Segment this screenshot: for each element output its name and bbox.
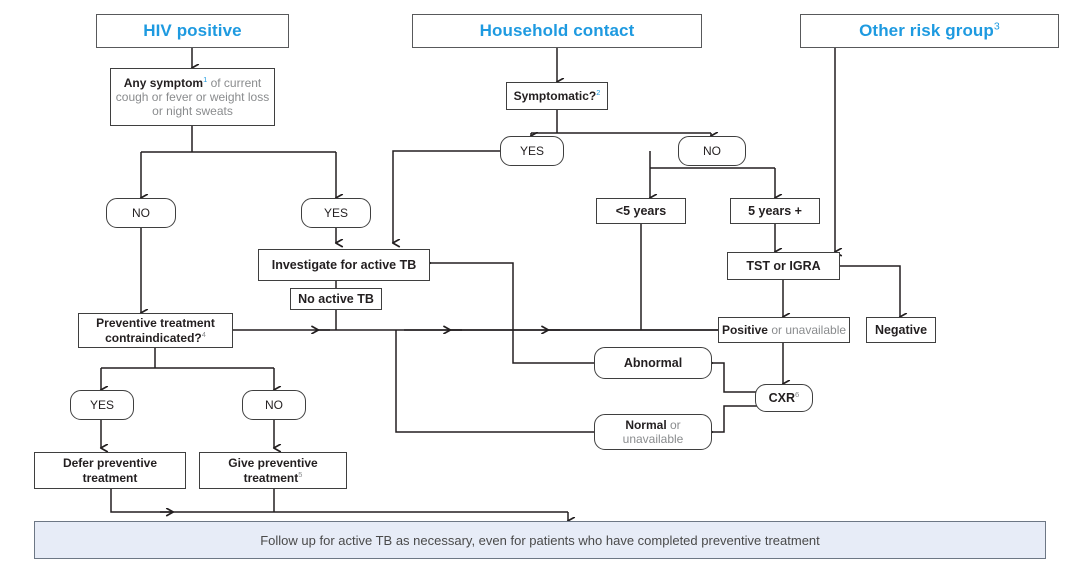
- node-symptomatic-no[interactable]: NO: [678, 136, 746, 166]
- node-symptomatic[interactable]: Symptomatic?2: [506, 82, 608, 110]
- node-normal-bold: Normal: [625, 417, 667, 432]
- node-5-years-plus[interactable]: 5 years +: [730, 198, 820, 224]
- footnote-marker-3: 3: [993, 20, 1000, 33]
- node-positive-bold: Positive: [721, 322, 768, 337]
- node-no-active-tb-label: No active TB: [298, 291, 374, 306]
- node-under-5-years-label: <5 years: [615, 203, 667, 218]
- node-positive-rest: or unavailable: [767, 322, 847, 337]
- node-cxr[interactable]: CXR6: [755, 384, 813, 412]
- footnote-marker-2: 2: [596, 87, 601, 97]
- node-defer-line2: treatment: [82, 470, 138, 485]
- banner-follow-up[interactable]: Follow up for active TB as necessary, ev…: [34, 521, 1046, 559]
- node-investigate-for-active-tb[interactable]: Investigate for active TB: [258, 249, 430, 281]
- node-preventive-yes[interactable]: YES: [70, 390, 134, 420]
- footnote-marker-4: 4: [201, 329, 206, 339]
- node-any-symptom-bold: Any symptom: [123, 75, 204, 90]
- banner-follow-up-label: Follow up for active TB as necessary, ev…: [260, 532, 820, 548]
- header-other-risk-group-label: Other risk group: [859, 20, 994, 40]
- node-contra-line2: contraindicated?: [105, 330, 202, 345]
- node-5-years-plus-label: 5 years +: [748, 203, 802, 218]
- edge-normal-to-returnline: [395, 330, 594, 433]
- node-normal-rest: or unavailable: [622, 417, 684, 446]
- node-hiv-no-label: NO: [132, 205, 150, 220]
- node-any-symptom[interactable]: Any symptom1 of current cough or fever o…: [110, 68, 275, 126]
- node-symptomatic-label: Symptomatic?: [513, 88, 597, 103]
- edge-defer-to-banner: [110, 489, 568, 513]
- edge-tst-to-negative: [840, 265, 900, 317]
- node-symptomatic-yes-label: YES: [519, 143, 544, 158]
- header-household-contact-label: Household contact: [479, 20, 635, 40]
- node-hiv-no[interactable]: NO: [106, 198, 176, 228]
- node-tst-or-igra[interactable]: TST or IGRA: [727, 252, 840, 280]
- node-hiv-yes-label: YES: [323, 205, 348, 220]
- node-preventive-yes-label: YES: [89, 397, 114, 412]
- node-defer-line1: Defer preventive: [62, 456, 158, 471]
- node-abnormal-label: Abnormal: [623, 355, 683, 370]
- node-under-5-years[interactable]: <5 years: [596, 198, 686, 224]
- node-give-line2: treatment: [243, 470, 299, 485]
- footnote-marker-6: 6: [795, 389, 800, 399]
- node-contra-line1: Preventive treatment: [96, 316, 215, 331]
- header-other-risk-group[interactable]: Other risk group3: [800, 14, 1059, 48]
- node-negative-label: Negative: [874, 322, 928, 337]
- node-preventive-no-label: NO: [265, 397, 283, 412]
- node-investigate-label: Investigate for active TB: [271, 257, 417, 272]
- header-household-contact[interactable]: Household contact: [412, 14, 702, 48]
- edge-sympyes-to-investigate: [393, 150, 500, 243]
- node-cxr-label: CXR: [768, 390, 796, 405]
- node-positive-or-unavailable[interactable]: Positive or unavailable: [718, 317, 850, 343]
- node-normal-or-unavailable[interactable]: Normal or unavailable: [594, 414, 712, 450]
- header-hiv-positive[interactable]: HIV positive: [96, 14, 289, 48]
- node-abnormal[interactable]: Abnormal: [594, 347, 712, 379]
- footnote-marker-1: 1: [203, 74, 208, 84]
- node-symptomatic-no-label: NO: [703, 143, 721, 158]
- node-any-symptom-rest: of current cough or fever or weight loss…: [115, 75, 270, 119]
- node-preventive-no[interactable]: NO: [242, 390, 306, 420]
- header-hiv-positive-label: HIV positive: [143, 20, 242, 40]
- node-hiv-yes[interactable]: YES: [301, 198, 371, 228]
- node-negative[interactable]: Negative: [866, 317, 936, 343]
- node-give-line1: Give preventive: [228, 456, 318, 471]
- footnote-marker-5: 5: [298, 469, 303, 479]
- edge-abnormal-to-investigate: [430, 263, 594, 364]
- node-no-active-tb[interactable]: No active TB: [290, 288, 382, 310]
- edge-cxr-to-abnormal: [712, 363, 757, 393]
- node-tst-or-igra-label: TST or IGRA: [746, 258, 821, 273]
- node-symptomatic-yes[interactable]: YES: [500, 136, 564, 166]
- edge-cxr-to-normal: [712, 405, 757, 432]
